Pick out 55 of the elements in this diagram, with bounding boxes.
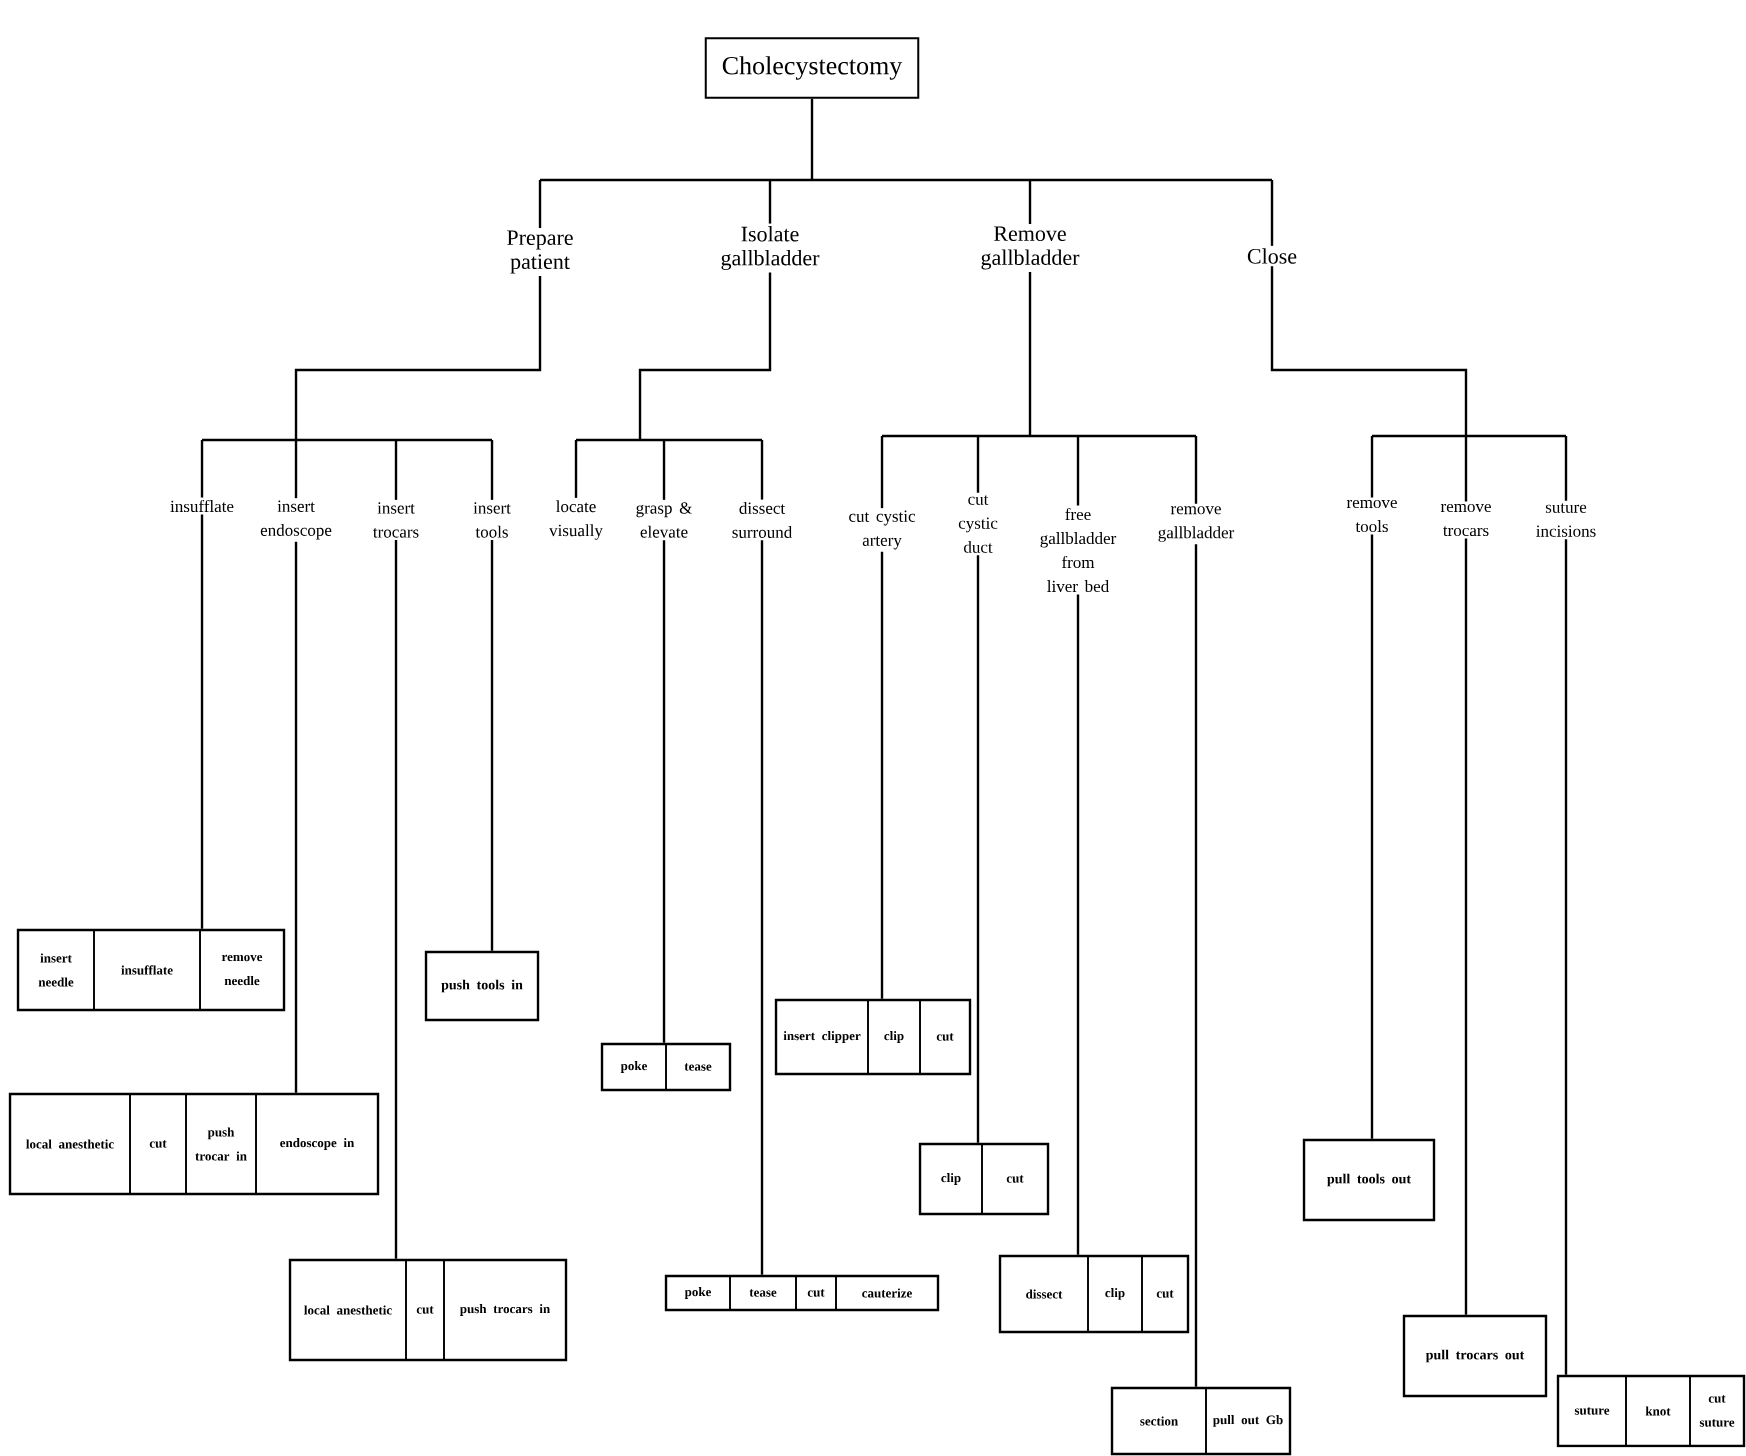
tree-connector [880, 436, 884, 509]
subtask-label: remove gallbladder [1158, 506, 1235, 542]
tree-connector [294, 440, 298, 499]
tree-connector [200, 274, 542, 442]
tree-connector [490, 440, 494, 500]
subtask-label: locate visually [549, 500, 603, 540]
subtask-label: suture incisions [1536, 503, 1596, 537]
tree-connector [880, 551, 884, 999]
tree-connector [662, 440, 666, 500]
tree-connector [1370, 436, 1374, 498]
tree-connector [976, 555, 980, 1143]
task-label: Isolate gallbladder [721, 226, 820, 270]
subtask-label: grasp & elevate [636, 502, 693, 538]
tree-connector [294, 541, 298, 1093]
tree-connector [538, 180, 542, 229]
subtask-label: remove tools [1346, 499, 1397, 533]
tree-connector [1464, 436, 1468, 502]
tree-connector [1564, 539, 1568, 1375]
tree-connector [1194, 436, 1198, 504]
tree-connector [200, 440, 204, 498]
tree-connector [1270, 180, 1274, 246]
tree-connector [976, 436, 980, 493]
tree-connector [394, 540, 398, 1259]
tree-connector [538, 97, 1274, 182]
tree-connector [394, 440, 398, 500]
tree-connector [574, 271, 772, 442]
task-label: Close [1247, 248, 1297, 264]
subtask-label: cut cystic artery [849, 510, 916, 550]
tree-connector [1076, 594, 1080, 1255]
subtask-label: insert trocars [373, 502, 419, 538]
tree-connector [662, 540, 666, 1043]
tree-connector [1028, 180, 1032, 224]
subtask-label: dissect surround [732, 502, 792, 538]
tree-connector [1194, 544, 1198, 1387]
tree-connector [490, 540, 494, 951]
subtask-label: remove trocars [1440, 503, 1491, 537]
tree-connector [1270, 264, 1568, 438]
tree-connector [1370, 534, 1374, 1139]
tree-connector [200, 514, 204, 929]
root-box: Cholecystectomy [704, 37, 920, 99]
subtask-label: cut cystic duct [958, 495, 998, 553]
subtask-label: insert endoscope [260, 500, 332, 540]
task-label: Remove gallbladder [981, 226, 1080, 270]
tree-connector [574, 440, 578, 498]
tree-connector [1464, 538, 1468, 1315]
subtask-label: free gallbladder from liver bed [1040, 507, 1117, 593]
task-label: Prepare patient [507, 230, 573, 274]
tree-connector [1076, 436, 1080, 506]
tree-connector [760, 540, 764, 1275]
tree-connector [880, 270, 1198, 438]
tree-connector [1564, 436, 1568, 501]
subtask-label: insert tools [473, 502, 511, 538]
tree-connector [760, 440, 764, 500]
tree-connector [768, 180, 772, 224]
subtask-label: insufflate [170, 499, 234, 513]
